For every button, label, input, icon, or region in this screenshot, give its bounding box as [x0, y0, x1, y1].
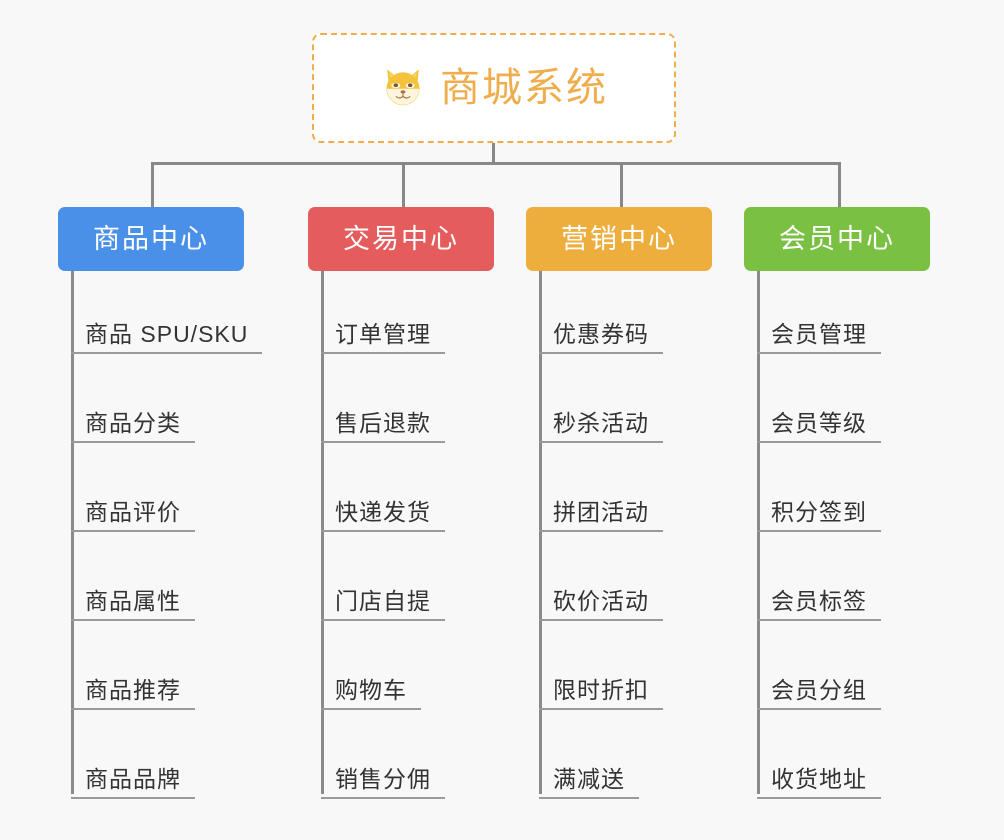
- leaf-label: 限时折扣: [539, 678, 663, 710]
- leaf-item[interactable]: 限时折扣: [539, 654, 663, 710]
- branch-title-1: 商品中心: [93, 223, 209, 254]
- leaf-label: 会员管理: [757, 322, 881, 354]
- branch-header-4[interactable]: 会员中心: [744, 207, 930, 271]
- branch-title-2: 交易中心: [343, 223, 459, 254]
- leaf-label: 拼团活动: [539, 500, 663, 532]
- leaf-label: 秒杀活动: [539, 411, 663, 443]
- leaf-item[interactable]: 商品 SPU/SKU: [71, 298, 263, 354]
- leaf-item[interactable]: 商品品牌: [71, 743, 195, 799]
- leaf-item[interactable]: 商品推荐: [71, 654, 195, 710]
- leaf-label: 销售分佣: [321, 767, 445, 799]
- leaf-label: 收货地址: [757, 767, 881, 799]
- connector-drop-3: [620, 162, 623, 209]
- leaf-label: 订单管理: [321, 322, 445, 354]
- leaf-item[interactable]: 积分签到: [757, 476, 881, 532]
- leaf-label: 满减送: [539, 767, 639, 799]
- leaf-item[interactable]: 门店自提: [321, 565, 445, 621]
- leaf-item[interactable]: 优惠券码: [539, 298, 663, 354]
- root-node[interactable]: 商城系统: [312, 33, 676, 143]
- connector-drop-1: [151, 162, 154, 209]
- leaf-item[interactable]: 收货地址: [757, 743, 881, 799]
- leaf-item[interactable]: 购物车: [321, 654, 421, 710]
- leaf-item[interactable]: 商品分类: [71, 387, 195, 443]
- leaf-label: 商品属性: [71, 589, 195, 621]
- leaf-label: 购物车: [321, 678, 421, 710]
- leaf-item[interactable]: 砍价活动: [539, 565, 663, 621]
- leaf-label: 商品评价: [71, 500, 195, 532]
- leaf-label: 会员分组: [757, 678, 881, 710]
- leaf-item[interactable]: 售后退款: [321, 387, 445, 443]
- connector-drop-2: [402, 162, 405, 209]
- leaf-label: 快递发货: [321, 500, 445, 532]
- leaf-item[interactable]: 快递发货: [321, 476, 445, 532]
- branch-spine-2: [321, 271, 324, 794]
- leaf-item[interactable]: 销售分佣: [321, 743, 445, 799]
- leaf-label: 售后退款: [321, 411, 445, 443]
- leaf-label: 门店自提: [321, 589, 445, 621]
- connector-bus: [151, 162, 841, 165]
- connector-root-stem: [492, 143, 495, 165]
- branch-title-4: 会员中心: [779, 223, 895, 254]
- leaf-label: 会员等级: [757, 411, 881, 443]
- leaf-label: 商品品牌: [71, 767, 195, 799]
- leaf-label: 会员标签: [757, 589, 881, 621]
- leaf-item[interactable]: 会员等级: [757, 387, 881, 443]
- leaf-item[interactable]: 会员管理: [757, 298, 881, 354]
- shiba-dog-face-icon: [386, 69, 420, 106]
- leaf-label: 商品分类: [71, 411, 195, 443]
- leaf-item[interactable]: 会员标签: [757, 565, 881, 621]
- branch-header-3[interactable]: 营销中心: [526, 207, 712, 271]
- branch-header-2[interactable]: 交易中心: [308, 207, 494, 271]
- branch-header-1[interactable]: 商品中心: [58, 207, 244, 271]
- leaf-item[interactable]: 会员分组: [757, 654, 881, 710]
- leaf-label: 砍价活动: [539, 589, 663, 621]
- leaf-label: 优惠券码: [539, 322, 663, 354]
- branch-spine-4: [757, 271, 760, 794]
- root-title: 商城系统: [440, 66, 608, 110]
- leaf-item[interactable]: 商品评价: [71, 476, 195, 532]
- leaf-item[interactable]: 商品属性: [71, 565, 195, 621]
- leaf-item[interactable]: 满减送: [539, 743, 639, 799]
- branch-spine-3: [539, 271, 542, 794]
- connector-drop-4: [838, 162, 841, 209]
- leaf-item[interactable]: 拼团活动: [539, 476, 663, 532]
- leaf-item[interactable]: 订单管理: [321, 298, 445, 354]
- leaf-label: 积分签到: [757, 500, 881, 532]
- branch-title-3: 营销中心: [561, 223, 677, 254]
- leaf-item[interactable]: 秒杀活动: [539, 387, 663, 443]
- leaf-label: 商品 SPU/SKU: [71, 322, 263, 354]
- branch-spine-1: [71, 271, 74, 794]
- leaf-label: 商品推荐: [71, 678, 195, 710]
